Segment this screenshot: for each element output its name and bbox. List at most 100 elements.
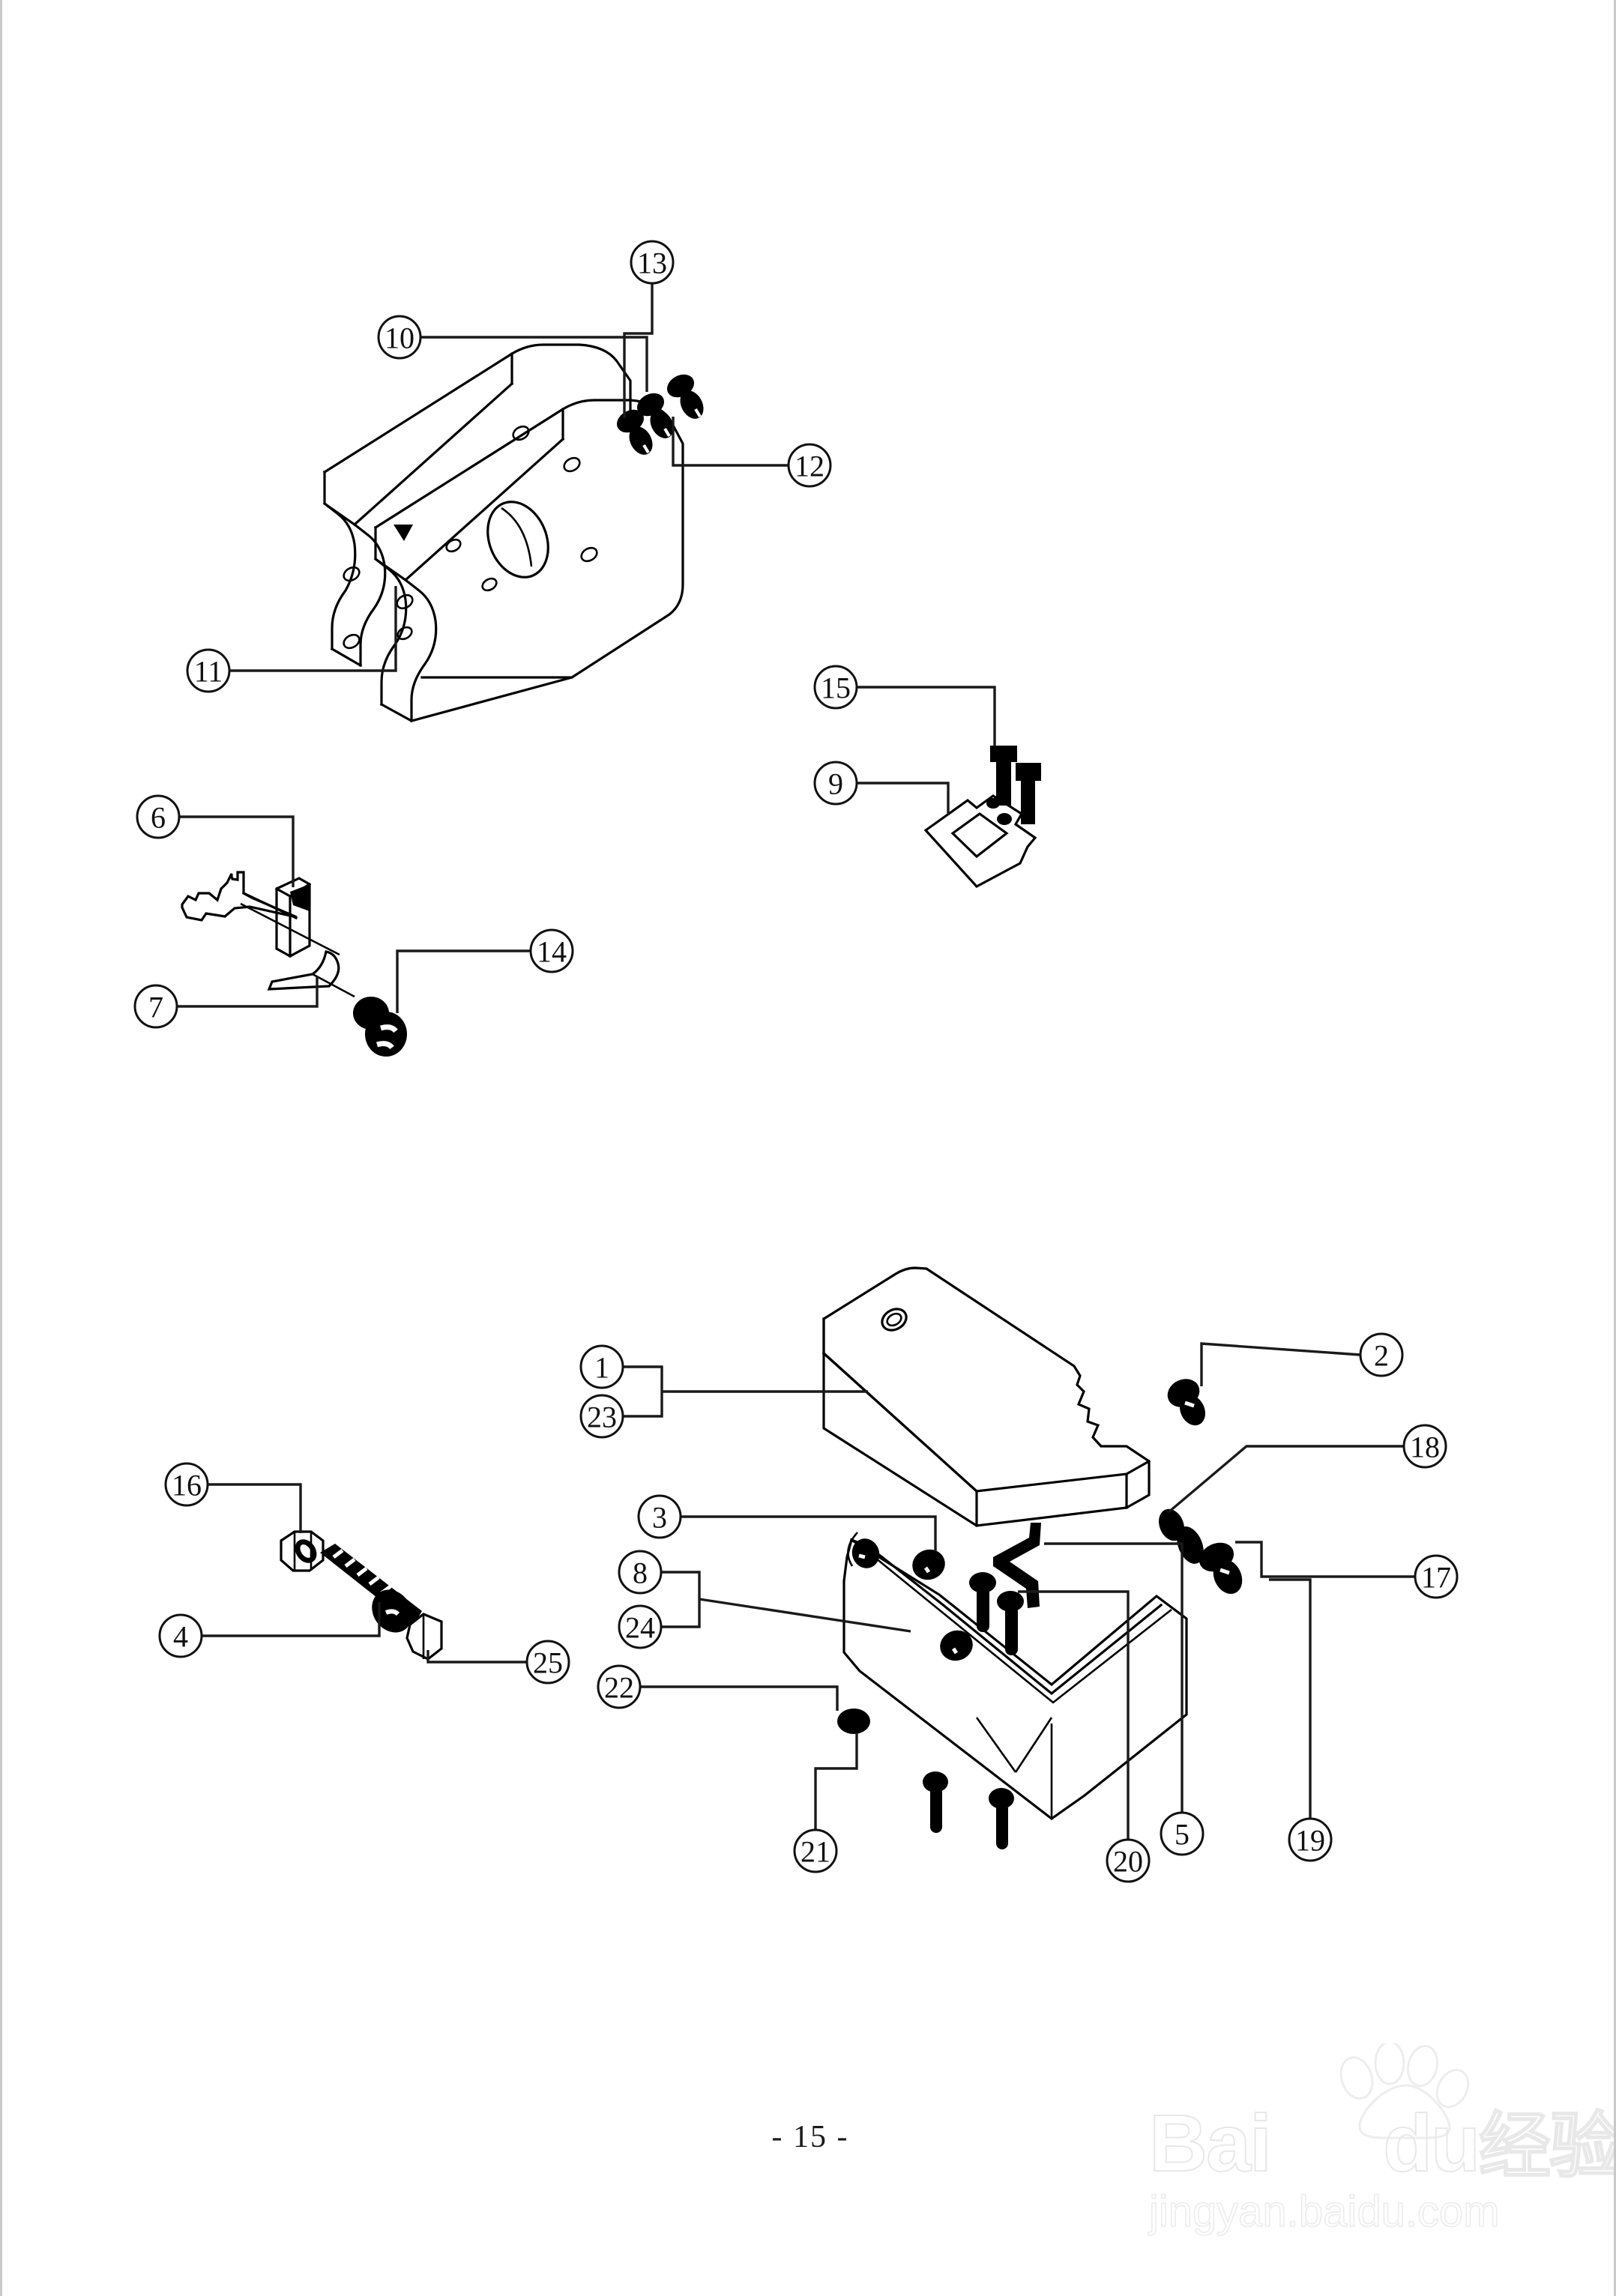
callout-13[interactable]: 13 (630, 240, 675, 285)
callout-label: 22 (604, 1671, 634, 1705)
callout-circle[interactable] (525, 1640, 570, 1685)
callout-circle[interactable] (529, 928, 574, 973)
callout-14[interactable]: 14 (529, 928, 574, 973)
callout-12[interactable]: 12 (787, 443, 832, 488)
upper-cover-plate-group (229, 283, 789, 723)
callout-4[interactable]: 4 (158, 1613, 203, 1658)
leader-13 (623, 283, 654, 418)
callout-circle[interactable] (630, 240, 675, 285)
leader-21 (814, 1732, 858, 1830)
callout-22[interactable]: 22 (597, 1664, 642, 1709)
callout-label: 6 (151, 801, 166, 835)
callout-circle[interactable] (813, 761, 858, 806)
leader-17 (1235, 1541, 1415, 1578)
part-top-cover (821, 1266, 1151, 1527)
callout-label: 13 (637, 247, 667, 280)
callout-15[interactable]: 15 (813, 665, 858, 710)
page-number: - 15 - (771, 2120, 849, 2154)
part-linkage-arm (181, 871, 340, 956)
leader-25 (426, 1650, 527, 1664)
callout-circle[interactable] (579, 1344, 624, 1389)
part-bolt-right (1167, 1379, 1206, 1426)
lever-linkage-group (177, 815, 531, 1057)
leader-20 (1018, 1590, 1130, 1840)
callout-circle[interactable] (787, 443, 832, 488)
callout-circle[interactable] (1414, 1554, 1459, 1599)
leader-7 (177, 976, 319, 1008)
callout-circle[interactable] (377, 315, 422, 360)
callout-10[interactable]: 10 (377, 315, 422, 360)
leader-4 (202, 1602, 381, 1637)
callout-label: 19 (1295, 1824, 1325, 1858)
callout-8[interactable]: 8 (618, 1550, 663, 1595)
part-hex-nut (280, 1530, 325, 1572)
callout-circle[interactable] (1402, 1424, 1447, 1469)
leader-1-23-bracket (623, 1365, 663, 1418)
callout-circle[interactable] (793, 1828, 838, 1873)
callout-label: 14 (537, 935, 567, 969)
callout-label: 8 (633, 1556, 648, 1590)
leader-9 (857, 782, 950, 815)
callout-label: 20 (1113, 1845, 1143, 1879)
callout-18[interactable]: 18 (1402, 1424, 1447, 1469)
callout-circle[interactable] (597, 1664, 642, 1709)
callout-circle[interactable] (136, 794, 181, 839)
callout-9[interactable]: 9 (813, 761, 858, 806)
bracket-fasteners (837, 1523, 1041, 1849)
callout-circle[interactable] (158, 1613, 203, 1658)
leader-8-24-bracket (661, 1571, 701, 1628)
callout-circle[interactable] (813, 665, 858, 710)
callout-label: 23 (587, 1401, 617, 1434)
callout-circle[interactable] (1359, 1332, 1404, 1377)
leader-12 (672, 417, 789, 467)
callout-label: 17 (1421, 1561, 1451, 1595)
part-end-cap (405, 1613, 443, 1661)
callout-circle[interactable] (133, 984, 178, 1029)
callout-11[interactable]: 11 (186, 648, 231, 693)
callout-24[interactable]: 24 (618, 1604, 663, 1649)
callout-25[interactable]: 25 (525, 1640, 570, 1685)
part-bolt-pair (990, 746, 1041, 824)
callout-label: 10 (385, 321, 414, 355)
leader-22 (640, 1685, 839, 1711)
callout-label: 12 (795, 450, 824, 483)
callout-label: 25 (533, 1646, 563, 1680)
callout-19[interactable]: 19 (1288, 1817, 1333, 1862)
leader-6 (179, 815, 295, 887)
callout-5[interactable]: 5 (1160, 1811, 1205, 1856)
part-cover-plate (322, 343, 632, 668)
callout-circle[interactable] (1288, 1817, 1333, 1862)
callout-7[interactable]: 7 (133, 984, 178, 1029)
callout-label: 5 (1175, 1818, 1190, 1852)
callout-1[interactable]: 1 (579, 1344, 624, 1389)
callout-label: 21 (801, 1835, 830, 1869)
callout-circle[interactable] (579, 1394, 624, 1439)
callout-2[interactable]: 2 (1359, 1332, 1404, 1377)
callout-circle[interactable] (637, 1494, 682, 1539)
callout-23[interactable]: 23 (579, 1394, 624, 1439)
callout-21[interactable]: 21 (793, 1828, 838, 1873)
callout-circle[interactable] (186, 648, 231, 693)
leader-11 (229, 586, 397, 672)
callout-label: 24 (625, 1611, 655, 1645)
callout-20[interactable]: 20 (1106, 1838, 1151, 1883)
callout-circle[interactable] (164, 1462, 209, 1507)
leader-19 (1269, 1578, 1312, 1819)
callout-3[interactable]: 3 (637, 1494, 682, 1539)
callout-circle[interactable] (1106, 1838, 1151, 1883)
leader-2 (1200, 1342, 1361, 1386)
lower-housing-group (623, 1266, 1415, 1849)
callout-circle[interactable] (618, 1550, 663, 1595)
part-bolt-lower-right (1199, 1542, 1243, 1595)
gasket-bolt-group (857, 686, 1041, 888)
callout-17[interactable]: 17 (1414, 1554, 1459, 1599)
callout-6[interactable]: 6 (136, 794, 181, 839)
part-lever-block (274, 877, 312, 958)
callout-16[interactable]: 16 (164, 1462, 209, 1507)
callout-circle[interactable] (1160, 1811, 1205, 1856)
callout-label: 2 (1374, 1339, 1389, 1373)
callout-circle[interactable] (618, 1604, 663, 1649)
callout-label: 7 (148, 991, 163, 1024)
